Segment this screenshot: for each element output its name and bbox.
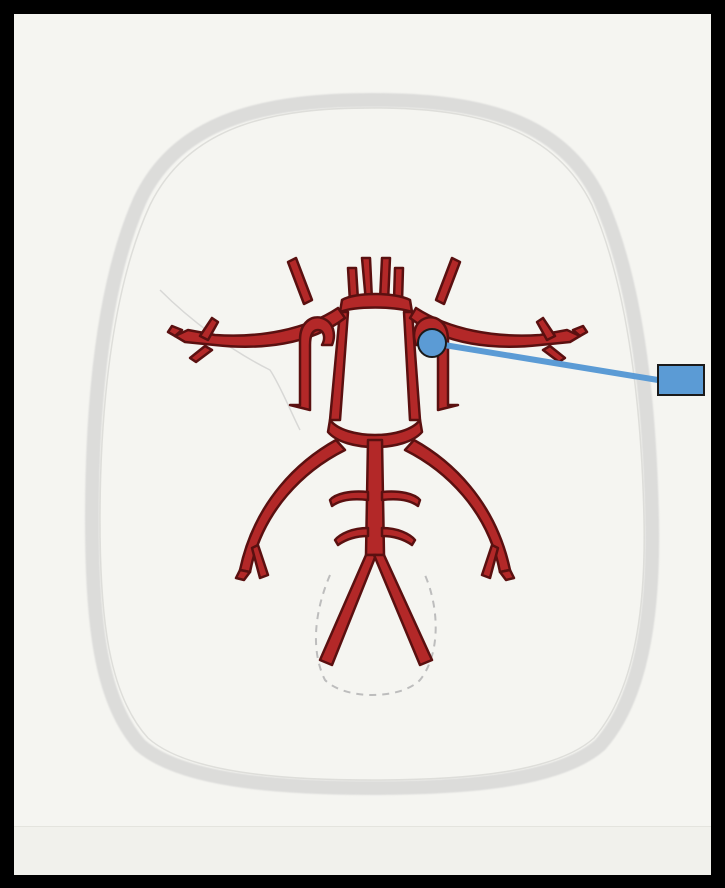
anterior-loop	[340, 294, 412, 312]
arteries	[168, 258, 587, 665]
aica-left	[335, 528, 368, 545]
aica-right	[382, 528, 415, 545]
posterior-cerebral-right-fork	[482, 545, 498, 578]
posterior-cerebral-left-fork	[252, 545, 268, 578]
blue-circle-icon	[418, 329, 446, 357]
posterior-cerebral-right-tip	[500, 570, 514, 580]
vertebral-left	[320, 555, 376, 665]
vertebral-right	[374, 555, 432, 665]
superior-cerebellar-left	[330, 491, 368, 506]
superior-cerebellar-right	[382, 491, 420, 506]
carotid-left-upper	[288, 258, 312, 304]
middle-cerebral-left-branch2	[190, 346, 212, 362]
blue-square-icon[interactable]	[658, 365, 704, 395]
posterior-cerebral-left-tip	[236, 570, 250, 580]
nerve-line	[160, 290, 300, 430]
carotid-right-upper	[436, 258, 460, 304]
